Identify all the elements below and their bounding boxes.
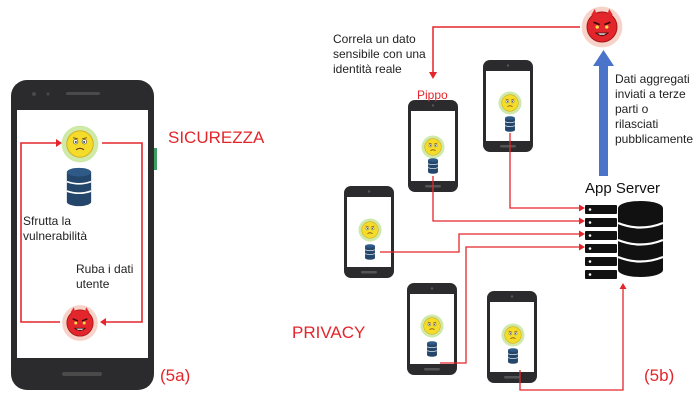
phone-camera (32, 92, 36, 96)
correlate-label: Correla un dato sensibile con una identi… (333, 32, 426, 76)
user-face-icon (498, 91, 522, 115)
flow-arrowheads (579, 204, 627, 289)
steal-arrow (100, 142, 143, 326)
phone-home-bar (62, 372, 102, 376)
attacker-face-icon (61, 304, 99, 342)
user-face-icon (358, 218, 382, 242)
attacker-face-icon (580, 5, 624, 49)
database-icon (426, 340, 438, 358)
exploit-arrow (20, 139, 62, 323)
aggregate-arrow (593, 50, 614, 176)
user-face-icon (421, 135, 445, 159)
exploit-label: Sfrutta la vulnerabilità (23, 214, 88, 243)
database-icon (364, 243, 376, 261)
server-icon (585, 201, 664, 279)
aggregate-label: Dati aggregati inviati a terze parti o r… (615, 72, 694, 146)
correlate-arrow (429, 26, 580, 79)
flow-arrows (380, 133, 624, 391)
caption-5b: (5b) (644, 366, 675, 385)
user-face-icon (420, 314, 444, 338)
security-label: SICUREZZA (168, 128, 265, 147)
user-name-label: Pippo (417, 88, 448, 102)
phone-bottom-right (487, 291, 537, 383)
phone-sensor (46, 92, 50, 96)
server-label: App Server (585, 180, 661, 197)
database-icon (427, 157, 439, 175)
phone-5a (11, 80, 157, 390)
database-icon (504, 115, 516, 133)
user-face-icon (501, 323, 525, 347)
phone-bottom-middle (407, 283, 457, 375)
phone-side-button (154, 148, 157, 170)
user-face-icon (61, 125, 99, 163)
database-icon (66, 167, 92, 207)
phone-top-right (483, 60, 533, 152)
steal-label: Ruba i dati utente (76, 262, 134, 291)
privacy-label: PRIVACY (292, 323, 366, 342)
database-icon (507, 347, 519, 365)
caption-5a: (5a) (160, 366, 191, 385)
phone-left (344, 186, 394, 278)
phone-speaker (66, 92, 100, 95)
